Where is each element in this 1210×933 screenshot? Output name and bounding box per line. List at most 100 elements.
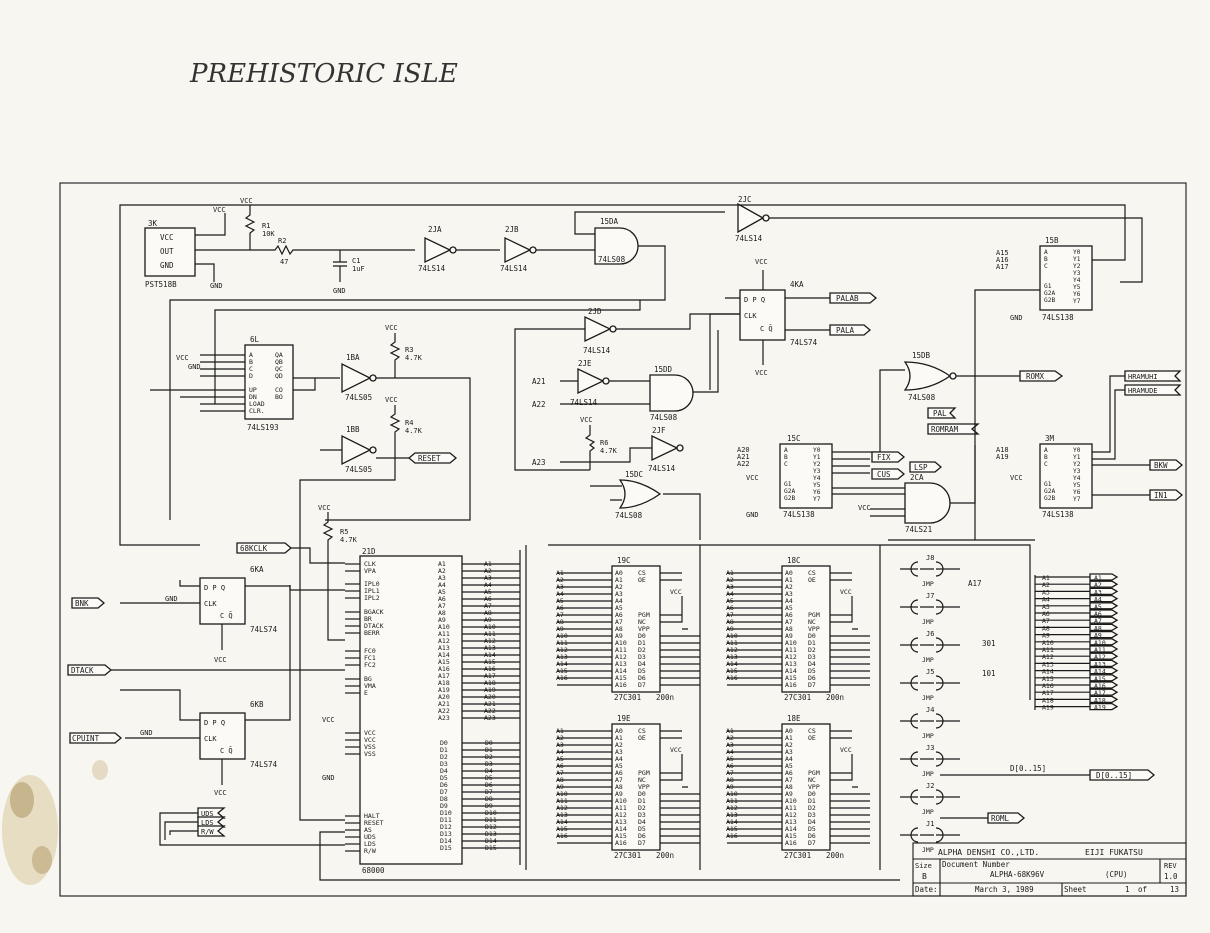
eprom-1-bus-a5: A5 [726, 597, 734, 605]
author-name: EIJI FUKATSU [1085, 848, 1143, 857]
jumper-j7-type: JMP [922, 618, 934, 626]
eprom-0-bus-a10: A10 [556, 632, 568, 640]
eprom-2-bus-a2: A2 [556, 734, 564, 742]
dec-15b-pin-g2b: G2B [1044, 297, 1055, 304]
eprom-1-pin-d2: D2 [808, 646, 816, 654]
addr-bus-in-a7: A7 [1042, 617, 1050, 625]
counter-pin-clr: CLR. [249, 407, 265, 415]
svg-text:CLK: CLK [204, 735, 217, 743]
eprom-0-pin-a0: A0 [615, 569, 623, 577]
eprom-0-pin-nc: NC [638, 618, 646, 626]
counter-pin-load: LOAD [249, 400, 265, 408]
cpu-pin-vss-18: VSS [364, 750, 376, 758]
r5-value: 4.7K [340, 536, 358, 544]
jumper-j2-ref: J2 [926, 782, 934, 790]
cpu-pin-a14: A14 [438, 651, 450, 659]
gate-15db-part: 74LS08 [908, 393, 936, 402]
net-pala: PALA [829, 324, 872, 336]
eprom-2-pin-a14: A14 [615, 825, 627, 833]
eprom-3-pin-a0: A0 [785, 727, 793, 735]
counter-ref: 6L [250, 335, 260, 344]
eprom-0-bus-a15: A15 [556, 667, 568, 675]
eprom-0-pin-d4: D4 [638, 660, 646, 668]
eprom-3-pin-pgm: PGM [808, 769, 820, 777]
jumper-j8-type: JMP [922, 580, 934, 588]
eprom-3-bus-a6: A6 [726, 762, 734, 770]
gate-2je-ref: 2JE [578, 359, 592, 368]
jumper-j5-type: JMP [922, 694, 934, 702]
addr-bus-out-a13: A13 [1094, 660, 1106, 668]
addr-bus-out-a8: A8 [1094, 624, 1102, 632]
rc-network: VCC R1 10K R2 47 C1 1uF GND [240, 197, 415, 295]
eprom-1-pin-nc: NC [808, 618, 816, 626]
osc-vcc: VCC [213, 206, 226, 214]
eprom-2-pin-a1: A1 [615, 734, 623, 742]
cpu-pin-d11: D11 [440, 816, 452, 824]
cpu-pin-lds-23: LDS [364, 840, 376, 848]
date-label: Date: [915, 885, 938, 894]
eprom-1-pin-pgm: PGM [808, 611, 820, 619]
eprom-2-bus-a11: A11 [556, 797, 568, 805]
eprom-3-pin-a14: A14 [785, 825, 797, 833]
net-a21-label: A21 [532, 377, 546, 386]
dec-3m-pin-y5: Y5 [1073, 482, 1081, 489]
inverter-2jb: 2JB 74LS14 [500, 225, 537, 273]
oscillator-part: PST518B [145, 280, 177, 289]
size-label: Size [915, 862, 932, 870]
eprom-3-pin-vpp: VPP [808, 783, 820, 791]
cpu-pin-d3: D3 [440, 760, 448, 768]
addr-bus-out-a5: A5 [1094, 603, 1102, 611]
eprom-3-bus-a1: A1 [726, 727, 734, 735]
eprom-1-bus-a15: A15 [726, 667, 738, 675]
addr-bus-out-a14: A14 [1094, 668, 1106, 676]
cpu-pin-d0: D0 [440, 739, 448, 747]
dec-3m-pin-y1: Y1 [1073, 454, 1081, 461]
counter-pin-d: D [249, 372, 253, 380]
oscillator-3k: 3K VCC OUT GND PST518B VCC GND [144, 206, 250, 290]
ff-6kb-vcc: VCC [214, 789, 227, 797]
net-cus: CUS [871, 468, 906, 480]
eprom-1-pin-a0: A0 [785, 569, 793, 577]
cpu-pin-d7: D7 [440, 788, 448, 796]
jumper-j8-ref: J8 [926, 554, 934, 562]
counter-part: 74LS193 [247, 423, 279, 432]
dec-15c-pin-c: C [784, 461, 788, 468]
eprom-0-pin-d7: D7 [638, 681, 646, 689]
eprom-3-pin-a9: A9 [785, 790, 793, 798]
cpu-pin-ipl2-4: IPL2 [364, 594, 380, 602]
eprom-0-pin-oe: OE [638, 576, 646, 584]
eprom-3-bus-a11: A11 [726, 797, 738, 805]
eprom-3-pin-d2: D2 [808, 804, 816, 812]
eprom-3-pin-d5: D5 [808, 825, 816, 833]
cpu-pin-d13: D13 [440, 830, 452, 838]
r4-vcc: VCC [385, 396, 398, 404]
eprom-1-pin-a10: A10 [785, 639, 797, 647]
net-pal-label: PAL [933, 409, 947, 418]
eprom-1-pin-a9: A9 [785, 632, 793, 640]
eprom-1-pin-cs: CS [808, 569, 816, 577]
net-68kclk: 68KCLK [236, 542, 345, 564]
r2-value: 47 [280, 258, 288, 266]
eprom-1-pin-a5: A5 [785, 604, 793, 612]
svg-text:CLK: CLK [744, 312, 757, 320]
eprom-1-pin-a14: A14 [785, 667, 797, 675]
cpu-pin-d6: D6 [440, 781, 448, 789]
eprom-0-ref: 19C [617, 556, 631, 565]
eprom-2-pin-a2: A2 [615, 741, 623, 749]
eprom-1-bus-a11: A11 [726, 639, 738, 647]
dec-3m-in-a19: A19 [996, 453, 1009, 461]
eprom-0-pin-a4: A4 [615, 597, 623, 605]
dec-15c-pin-g1: G1 [784, 481, 792, 488]
eprom-1-bus-a3: A3 [726, 583, 734, 591]
r1-value: 10K [262, 230, 275, 238]
eprom-3-bus-a5: A5 [726, 755, 734, 763]
eprom-3-pin-oe: OE [808, 734, 816, 742]
cpu-pin-bg-12: BG [364, 675, 372, 683]
dec-3m-pin-y2: Y2 [1073, 461, 1081, 468]
gate-2ca-vcc: VCC [858, 504, 871, 512]
